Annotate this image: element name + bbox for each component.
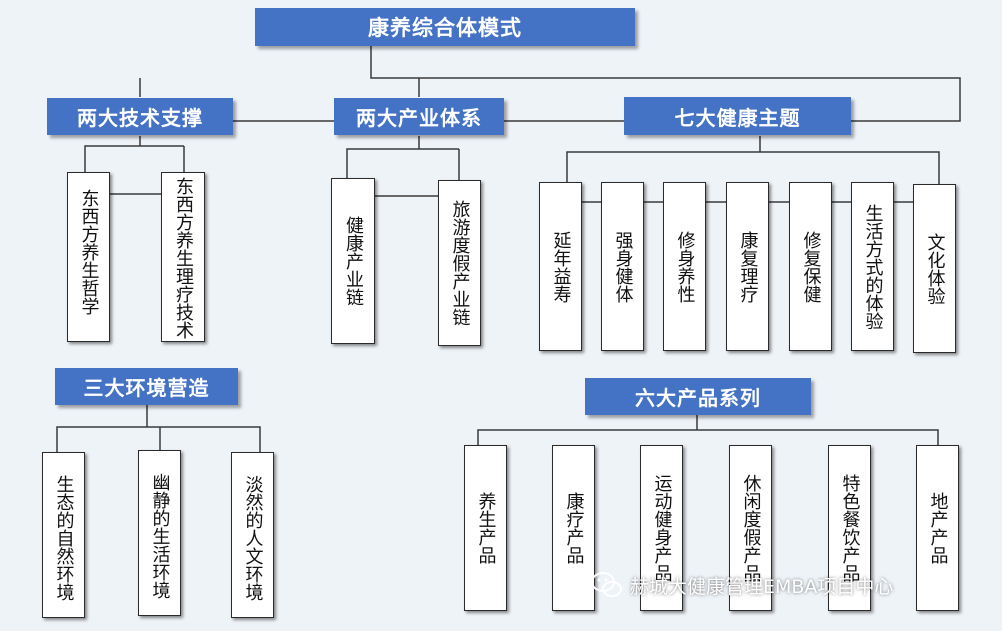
leaf-env-humanistic: 淡然的人文环境 <box>231 452 274 618</box>
leaf-health-industry-chain: 健康产业链 <box>331 178 375 344</box>
leaf-product-leisure: 休闲度假产品 <box>729 445 772 611</box>
leaf-theme-lifestyle: 生活方式的体验 <box>851 182 894 351</box>
leaf-product-sports: 运动健身产品 <box>640 445 683 611</box>
group3-connector <box>566 136 940 184</box>
leaf-tech-philosophy: 东西方养生哲学 <box>67 172 110 342</box>
wechat-icon <box>591 572 622 597</box>
watermark-text: 赫城大健康管理EMBA项目中心 <box>630 575 894 598</box>
group2-connector <box>346 136 460 180</box>
group-header-environment: 三大环境营造 <box>55 368 238 405</box>
group-header-health-themes: 七大健康主题 <box>624 97 851 135</box>
leaf-env-natural: 生态的自然环境 <box>42 452 85 618</box>
group5-connector <box>477 414 939 445</box>
group4-connector <box>56 405 261 452</box>
leaf-tourism-industry-chain: 旅游度假产业链 <box>438 180 481 346</box>
root-connector <box>370 46 961 122</box>
group-header-product-series: 六大产品系列 <box>585 378 811 415</box>
leaf-theme-longevity: 延年益寿 <box>539 182 582 351</box>
root-title: 康养综合体模式 <box>255 8 635 46</box>
group-header-industry-system: 两大产业体系 <box>334 98 504 135</box>
leaf-product-therapy: 康疗产品 <box>552 445 595 611</box>
leaf-theme-fitness: 强身健体 <box>601 182 644 351</box>
leaf-theme-cultivation: 修身养性 <box>663 182 706 351</box>
leaf-product-dining: 特色餐饮产品 <box>828 445 871 611</box>
leaf-theme-care: 修复保健 <box>789 182 832 351</box>
leaf-product-realestate: 地产产品 <box>916 445 959 611</box>
group-header-tech-support: 两大技术支撑 <box>47 98 233 135</box>
leaf-theme-rehab: 康复理疗 <box>726 182 769 351</box>
leaf-tech-therapy: 东西方养生理疗技术 <box>161 172 205 342</box>
leaf-env-living: 幽静的生活环境 <box>138 450 181 616</box>
watermark: 赫城大健康管理EMBA项目中心 <box>590 568 990 602</box>
leaf-product-wellness: 养生产品 <box>464 445 507 611</box>
leaf-theme-culture: 文化体验 <box>913 184 956 353</box>
group1-connector <box>84 136 185 172</box>
